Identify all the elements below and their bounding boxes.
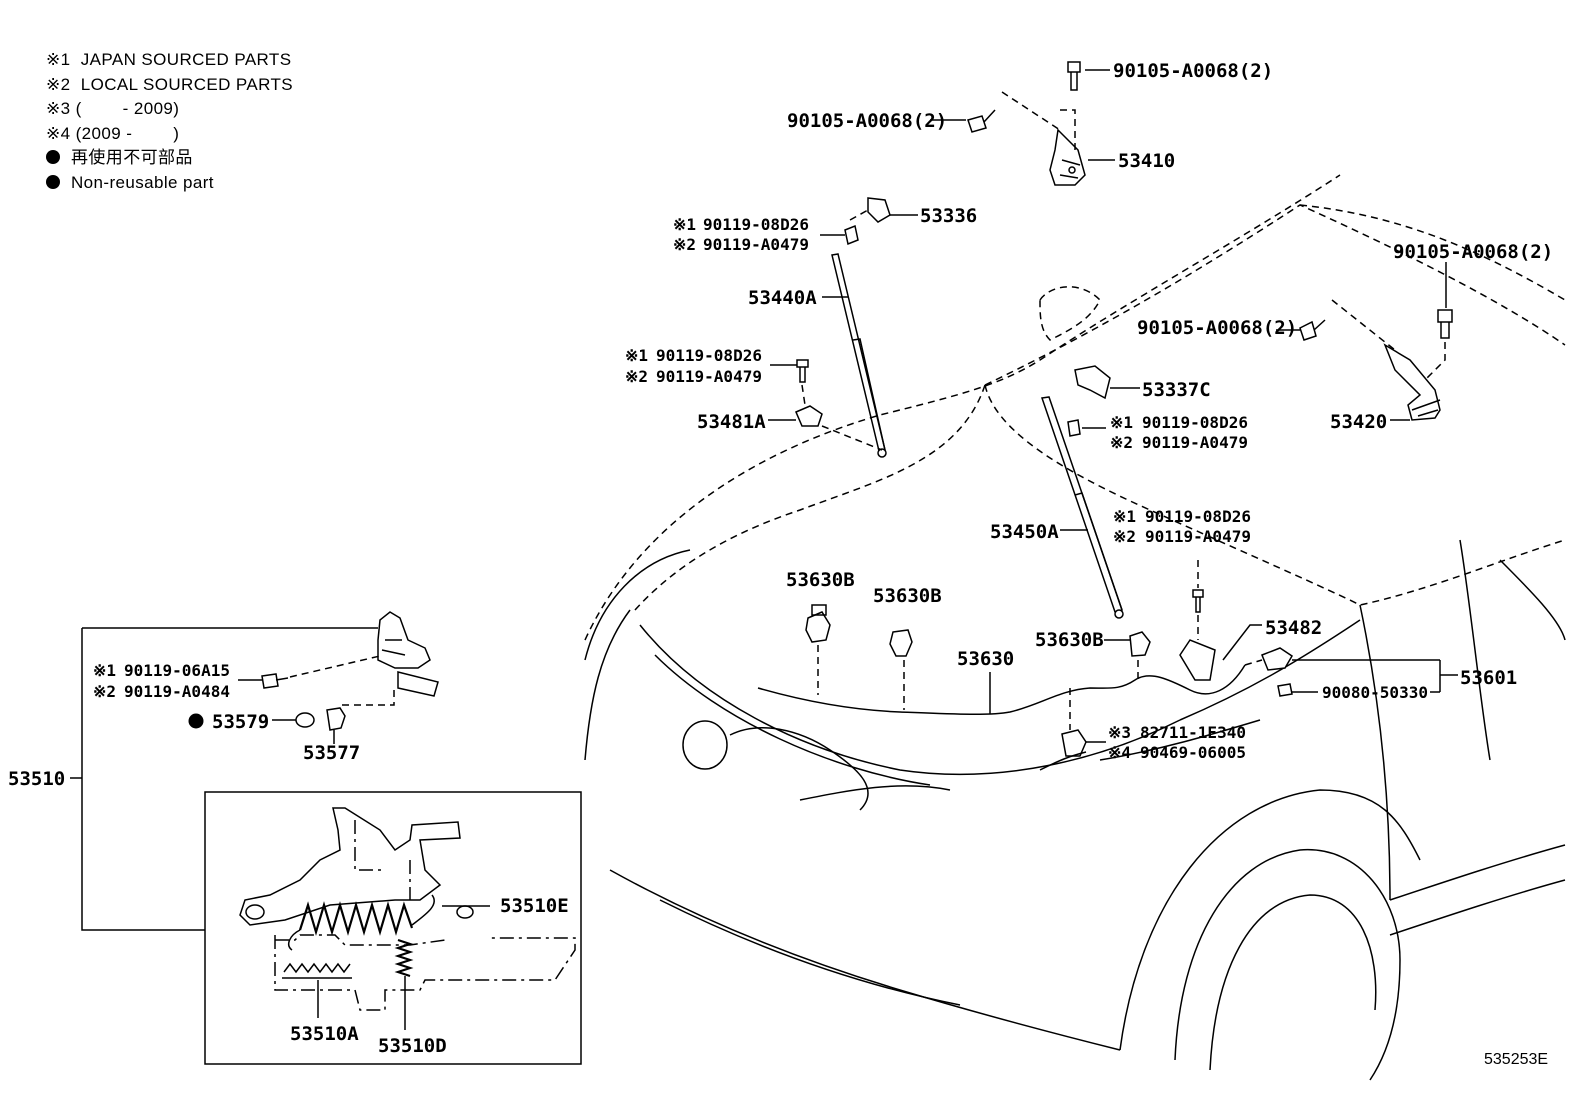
mark-2: ※2 xyxy=(1110,433,1133,452)
part-number-53577: 53577 xyxy=(303,742,360,764)
part-number-82711-1e340: 82711-1E340 xyxy=(1140,723,1246,742)
part-number-90119-08d26-c: 90119-08D26 xyxy=(1142,413,1248,432)
hood-hinge-left xyxy=(930,61,1115,186)
mark-1: ※1 xyxy=(93,661,116,680)
part-number-53510d: 53510D xyxy=(378,1035,447,1057)
legend-row-5: 再使用不可部品 xyxy=(46,146,293,171)
legend-row-6: Non-reusable part xyxy=(46,171,293,196)
mark-2: ※2 xyxy=(93,682,116,701)
part-number-53482: 53482 xyxy=(1265,617,1322,639)
part-number-53481a: 53481A xyxy=(697,411,766,433)
part-number-53579: 53579 xyxy=(212,711,269,733)
lock-detail-inset xyxy=(204,791,582,1065)
part-number-90119-08d26-a: 90119-08D26 xyxy=(703,215,809,234)
part-number-90119-06a15: 90119-06A15 xyxy=(124,661,230,680)
hood-hinge-right xyxy=(1276,262,1453,421)
part-number-90119-a0479-c: 90119-A0479 xyxy=(1142,433,1248,452)
part-number-90105-a0068-right-mid: 90105-A0068(2) xyxy=(1137,317,1297,339)
mark-1: ※1 xyxy=(1113,507,1136,526)
hood-release-cable xyxy=(757,604,1458,771)
part-number-53410: 53410 xyxy=(1118,150,1175,172)
mark-1: ※1 xyxy=(625,346,648,365)
part-number-90119-a0479-a: 90119-A0479 xyxy=(703,235,809,254)
part-number-90119-a0484: 90119-A0484 xyxy=(124,682,230,701)
part-number-90119-08d26-b: 90119-08D26 xyxy=(656,346,762,365)
legend-row-2: ※2 LOCAL SOURCED PARTS xyxy=(46,74,294,94)
part-number-53337c: 53337C xyxy=(1142,379,1211,401)
non-reusable-dot-icon xyxy=(46,150,60,165)
part-number-53510: 53510 xyxy=(8,768,65,790)
legend-row-3: ※3 ( - 2009) xyxy=(46,99,180,119)
part-number-90119-08d26-d: 90119-08D26 xyxy=(1145,507,1251,526)
mark-1: ※1 xyxy=(673,215,696,234)
part-number-53450a: 53450A xyxy=(990,521,1059,543)
part-number-90105-a0068-top: 90105-A0068(2) xyxy=(1113,60,1273,82)
mark-2: ※2 xyxy=(625,367,648,386)
non-reusable-dot-icon xyxy=(188,713,204,729)
part-number-90119-a0479-d: 90119-A0479 xyxy=(1145,527,1251,546)
part-number-53630b-2: 53630B xyxy=(873,585,942,607)
mark-2: ※2 xyxy=(1113,527,1136,546)
mark-2: ※2 xyxy=(673,235,696,254)
hood-lock-assembly xyxy=(70,611,439,931)
legend-row-4: ※4 (2009 - ) xyxy=(46,123,180,143)
hood-support-rod-left xyxy=(768,197,918,458)
legend: ※1 JAPAN SOURCED PARTS ※2 LOCAL SOURCED … xyxy=(46,48,293,196)
part-number-53630b-3: 53630B xyxy=(1035,629,1104,651)
mark-3: ※3 xyxy=(1108,723,1131,742)
legend-row-1: ※1 JAPAN SOURCED PARTS xyxy=(46,50,292,69)
diagram-reference-number: 535253E xyxy=(1484,1051,1548,1068)
part-number-90105-a0068-left: 90105-A0068(2) xyxy=(787,110,947,132)
part-number-53420: 53420 xyxy=(1330,411,1387,433)
part-number-90119-a0479-b: 90119-A0479 xyxy=(656,367,762,386)
car-body-outline xyxy=(584,174,1566,1081)
part-number-53336: 53336 xyxy=(920,205,977,227)
part-number-90469-06005: 90469-06005 xyxy=(1140,743,1246,762)
part-number-90080-50330: 90080-50330 xyxy=(1322,683,1428,702)
part-number-90105-a0068-right-top: 90105-A0068(2) xyxy=(1393,241,1553,263)
part-number-53510a: 53510A xyxy=(290,1023,359,1045)
mark-4: ※4 xyxy=(1108,743,1131,762)
part-number-53630: 53630 xyxy=(957,648,1014,670)
part-number-53510e: 53510E xyxy=(500,895,569,917)
part-number-53601: 53601 xyxy=(1460,667,1517,689)
part-number-53440a: 53440A xyxy=(748,287,817,309)
mark-1: ※1 xyxy=(1110,413,1133,432)
non-reusable-dot-icon xyxy=(46,174,60,189)
part-number-53630b-1: 53630B xyxy=(786,569,855,591)
hood-support-rod-right xyxy=(1040,365,1216,681)
